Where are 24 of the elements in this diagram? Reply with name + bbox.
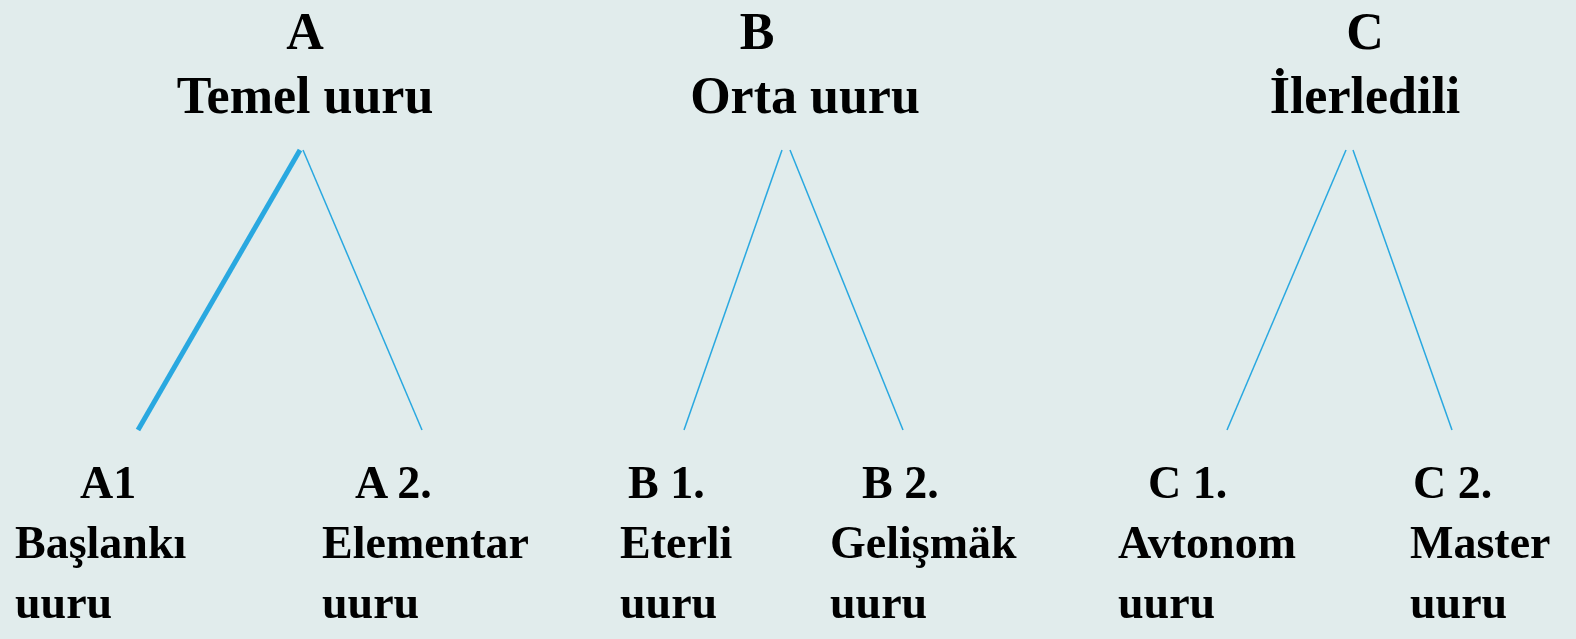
sublevel-code: A1 (80, 456, 137, 510)
sublevel-title: Master uuru (1410, 516, 1550, 630)
connector-line (1226, 149, 1347, 431)
sublevel-code: C 1. (1148, 456, 1228, 510)
sublevel-code: B 1. (628, 456, 705, 510)
connector-line (1352, 149, 1453, 431)
level-letter: A (285, 2, 325, 62)
sublevel-title: Eterli uuru (620, 516, 733, 630)
sublevel-title: Gelişmäk uuru (830, 516, 1017, 630)
connector-line (302, 149, 423, 431)
sublevel-code: B 2. (862, 456, 939, 510)
level-title: Orta uuru (689, 66, 921, 126)
connector-line (135, 148, 303, 432)
level-title: İlerledili (1268, 66, 1462, 126)
level-letter: C (1345, 2, 1385, 62)
connector-line (789, 149, 904, 431)
level-letter: B (738, 2, 776, 62)
sublevel-title: Avtonom uuru (1118, 516, 1297, 630)
connector-line (683, 149, 783, 431)
sublevel-title: Başlankı uuru (15, 516, 187, 630)
sublevel-code: C 2. (1413, 456, 1493, 510)
sublevel-title: Elementar uuru (322, 516, 529, 630)
sublevel-code: A 2. (355, 456, 432, 510)
level-title: Temel uuru (175, 66, 435, 126)
